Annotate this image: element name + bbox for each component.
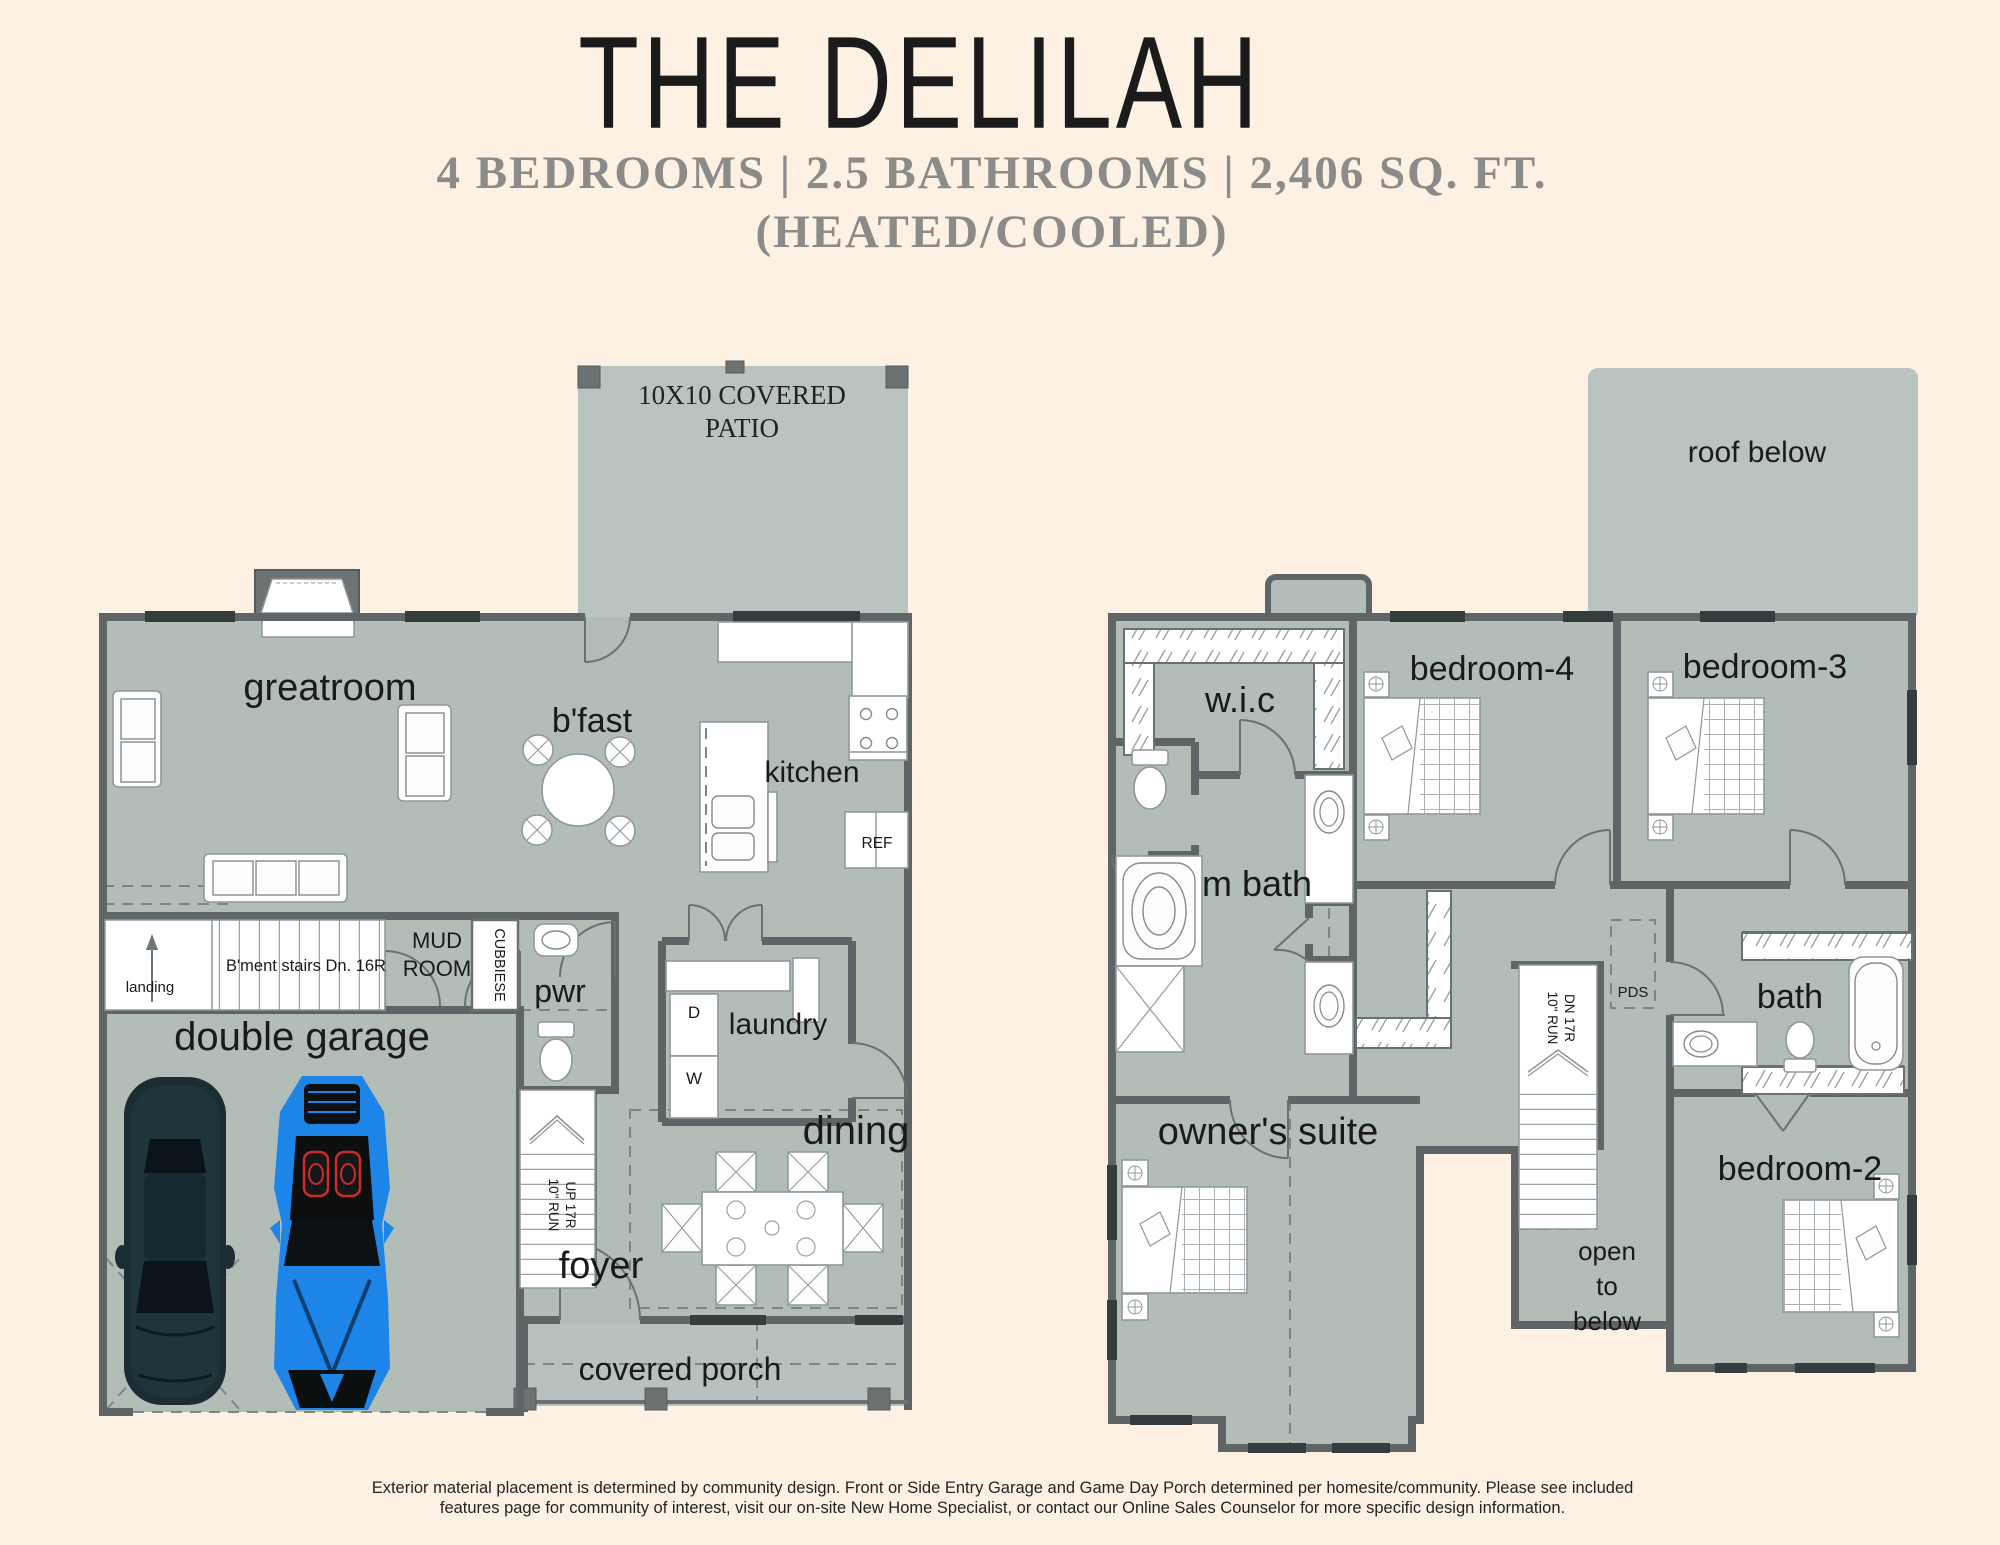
hall-bath-toilet <box>1783 1021 1817 1073</box>
covered-patio: 10X10 COVERED PATIO <box>577 360 909 617</box>
subtitle-specs: 4 BEDROOMS | 2.5 BATHROOMS | 2,406 SQ. F… <box>436 147 1548 199</box>
hall-bath-fixtures <box>1672 956 1904 1073</box>
stairs-up-label-2: UP 17R <box>563 1181 578 1228</box>
stairs-up: 10" RUN UP 17R <box>519 1089 596 1289</box>
breakfast-table <box>521 734 636 847</box>
page-title: THE DELILAH <box>578 10 1262 157</box>
sofa-bottom <box>203 853 348 903</box>
hall-bath-vanity <box>1672 1021 1758 1067</box>
bed-bedroom2 <box>1782 1173 1900 1338</box>
bedroom4-label: bedroom-4 <box>1410 650 1574 688</box>
second-floor-plan: roof below <box>1107 368 1918 1453</box>
chair-middle <box>397 704 452 802</box>
kitchen-label: kitchen <box>764 756 859 789</box>
car-sedan-dark <box>115 1077 235 1405</box>
dryer-label: D <box>688 1003 700 1022</box>
soaking-tub <box>1115 855 1203 967</box>
patio-label-2: PATIO <box>705 413 779 443</box>
wic-label: w.i.c <box>1204 679 1275 720</box>
powder-sink <box>533 923 579 957</box>
breakfast-chairs <box>521 734 636 847</box>
laundry-fixtures: D W <box>665 957 820 1119</box>
garage-cars <box>115 1076 394 1410</box>
patio-label: 10X10 COVERED <box>638 380 846 410</box>
powder-room-fixtures <box>533 923 579 1082</box>
bed-bedroom4 <box>1363 671 1481 841</box>
floor2-windows <box>1107 611 1917 1453</box>
refrigerator: REF <box>844 811 909 869</box>
stairs-down-label-2: DN 17R <box>1562 994 1577 1042</box>
washer-label: W <box>686 1069 702 1088</box>
master-vanity-2 <box>1304 961 1354 1055</box>
porch-label: covered porch <box>579 1351 782 1387</box>
dining-set <box>661 1151 884 1306</box>
kitchen-fixtures: REF <box>699 621 909 873</box>
floor2-beds <box>1121 671 1900 1338</box>
floor1-walls <box>99 613 912 1416</box>
garage-label: double garage <box>174 1015 430 1059</box>
pds-label: PDS <box>1618 984 1649 1001</box>
hall-bath-tub <box>1848 956 1904 1071</box>
wic-toilet <box>1131 749 1169 810</box>
stairs-down: 10" RUN DN 17R <box>1518 964 1598 1230</box>
master-vanity-1 <box>1304 774 1354 904</box>
bedroom2-label: bedroom-2 <box>1718 1150 1882 1188</box>
basement-stairs: B'ment stairs Dn. 16R landing <box>104 919 386 1011</box>
bfast-label: b'fast <box>552 702 633 740</box>
floor1-windows <box>145 611 903 1325</box>
bed-owners-suite <box>1121 1159 1248 1321</box>
greatroom-furniture <box>112 690 452 903</box>
powder-toilet <box>537 1021 575 1082</box>
supercar-seats <box>302 1150 362 1198</box>
stairs-down-label-1: 10" RUN <box>1545 992 1560 1045</box>
open-to-below-label-1: open <box>1578 1236 1636 1266</box>
ref-label: REF <box>862 835 893 852</box>
floor2-walls <box>1108 613 1916 1452</box>
sofa-left <box>112 690 162 788</box>
greatroom-label: greatroom <box>243 667 416 709</box>
open-to-below-label-3: below <box>1573 1306 1641 1336</box>
fireplace <box>254 569 360 638</box>
master-bath-fixtures <box>1115 749 1354 1055</box>
mudroom-label-1: MUD <box>412 928 462 953</box>
subtitle-heated-cooled: (HEATED/COOLED) <box>755 206 1229 258</box>
owners-suite-label: owner's suite <box>1158 1111 1379 1153</box>
bath-label: bath <box>1757 978 1823 1016</box>
roof-below-label: roof below <box>1688 436 1827 469</box>
floor2-labels: w.i.c bedroom-4 bedroom-3 m bath bath PD… <box>1158 648 1883 1336</box>
open-to-below-label-2: to <box>1596 1271 1618 1301</box>
floor1-labels: greatroom b'fast kitchen MUD ROOM pwr la… <box>174 667 909 1387</box>
mudroom-label-2: ROOM <box>403 956 471 981</box>
kitchen-island <box>699 721 778 873</box>
dining-label: dining <box>803 1109 910 1153</box>
bath-closets <box>1741 932 1913 1095</box>
bed-bedroom3 <box>1647 671 1765 841</box>
roof-below: roof below <box>1588 368 1918 621</box>
mbath-label: m bath <box>1202 863 1312 904</box>
stairs-up-label-1: 10" RUN <box>546 1179 561 1232</box>
dining-chairs <box>661 1151 884 1306</box>
bedroom3-label: bedroom-3 <box>1683 648 1847 686</box>
landing-label: landing <box>126 979 174 996</box>
bment-stairs-label: B'ment stairs Dn. 16R <box>226 957 386 975</box>
laundry-label: laundry <box>729 1008 827 1041</box>
car-supercar-blue <box>270 1076 394 1410</box>
hall-linen-closet <box>1355 890 1452 1049</box>
pwr-label: pwr <box>534 973 586 1009</box>
mudroom-cubbies: CUBBIESE <box>470 918 520 1012</box>
disclaimer-text: Exterior material placement is determine… <box>371 1479 1634 1518</box>
master-shower <box>1115 965 1185 1053</box>
first-floor-plan: 10X10 COVERED PATIO <box>99 360 912 1416</box>
wic-closet-shelving <box>1123 628 1345 770</box>
cubbies-label: CUBBIESE <box>491 928 507 1002</box>
foyer-label: foyer <box>559 1245 644 1287</box>
range <box>848 695 908 761</box>
floor2-closets <box>1123 628 1913 1095</box>
